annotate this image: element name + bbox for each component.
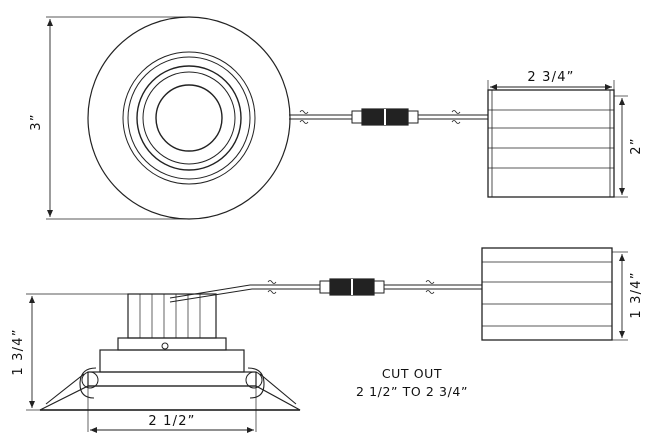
lens-center <box>155 84 223 152</box>
spring-clip-right <box>247 367 297 405</box>
side-connector-left <box>319 280 331 294</box>
housing-upper <box>117 337 227 351</box>
label-fixture-height: 1 3/4” <box>11 328 26 375</box>
cable-side-break-2 <box>425 280 435 294</box>
lens-ring <box>142 71 236 165</box>
lens-outer-circle <box>136 65 242 171</box>
cutout-note-line2: 2 1/2” TO 2 3/4” <box>356 384 468 399</box>
label-driver-depth: 1 3/4” <box>629 271 644 318</box>
label-driver-width: 2 3/4” <box>527 70 574 85</box>
label-cutout-width: 2 1/2” <box>148 414 195 429</box>
connector-right <box>407 110 419 124</box>
cable-side-b <box>169 288 320 303</box>
trim-outer-circle <box>87 16 291 220</box>
connector-left <box>351 110 363 124</box>
top-view <box>46 16 628 220</box>
spring-clip-left <box>45 367 97 405</box>
label-driver-height: 2” <box>629 137 644 154</box>
cable-side-a <box>169 284 320 299</box>
driver-box-side <box>481 247 613 341</box>
cable-side-break <box>267 280 277 294</box>
side-view <box>26 247 628 433</box>
housing-lower <box>99 349 245 373</box>
mount-screw <box>161 342 169 350</box>
cutout-note-line1: CUT OUT <box>382 366 442 381</box>
driver-box-top <box>487 89 615 198</box>
clip-coil-right <box>245 371 263 389</box>
heat-sink <box>127 293 217 339</box>
trim-inner-ring-1 <box>122 51 256 185</box>
clip-coil-left <box>81 371 99 389</box>
cable-break-mark-2 <box>451 110 461 124</box>
housing-collar <box>87 371 257 387</box>
cable-break-mark <box>299 110 309 124</box>
label-top-diameter: 3” <box>29 113 44 130</box>
trim-inner-ring-2 <box>127 56 251 180</box>
side-connector-right <box>373 280 385 294</box>
trim-flange <box>39 385 301 411</box>
